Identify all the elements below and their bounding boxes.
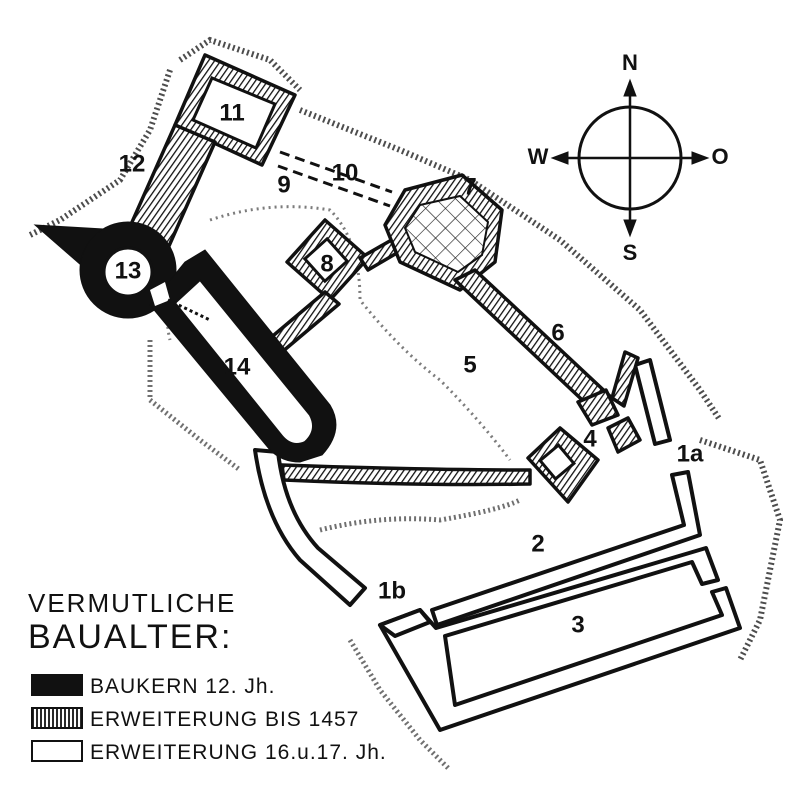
arrow-south-icon xyxy=(623,219,637,238)
tower-8-interior xyxy=(302,236,350,284)
label-9: 9 xyxy=(277,171,290,198)
compass-west-label: W xyxy=(528,144,549,169)
label-1b: 1b xyxy=(378,577,406,604)
legend-swatch-hatched xyxy=(31,707,83,729)
arrow-east-icon xyxy=(691,151,710,165)
compass-south-label: S xyxy=(623,240,638,265)
keep-13-stair xyxy=(167,298,211,322)
label-4: 4 xyxy=(583,425,597,452)
tower-2-interior xyxy=(537,442,577,482)
hall-14-interior xyxy=(173,278,315,445)
label-5: 5 xyxy=(463,351,476,378)
arrow-west-icon xyxy=(550,151,569,165)
legend-label-core: BAUKERN 12. Jh. xyxy=(90,675,275,698)
legend-label-extension-16-17: ERWEITERUNG 16.u.17. Jh. xyxy=(90,741,387,764)
hatched-walls xyxy=(123,53,642,504)
label-11: 11 xyxy=(219,99,244,126)
keep-13-interior xyxy=(102,246,154,298)
outer-walls xyxy=(253,358,742,732)
label-10: 10 xyxy=(332,159,359,186)
legend-title-line1: VERMUTLICHE xyxy=(28,588,236,618)
compass-east-label: O xyxy=(711,144,728,169)
label-14: 14 xyxy=(224,353,251,380)
label-3: 3 xyxy=(571,611,584,638)
arrow-north-icon xyxy=(623,78,637,97)
plan-labels: 11 12 13 14 9 10 8 7 6 5 4 1a 2 1b 3 xyxy=(115,99,704,638)
keep-13-door xyxy=(150,282,170,306)
legend-swatch-solid xyxy=(31,674,83,696)
legend-swatch-outline xyxy=(31,740,83,762)
room-7-interior xyxy=(403,194,490,274)
label-13: 13 xyxy=(115,257,142,284)
legend: VERMUTLICHE BAUALTER: BAUKERN 12. Jh. ER… xyxy=(28,588,387,764)
label-7: 7 xyxy=(463,173,476,200)
tower-11-interior xyxy=(191,76,277,150)
label-12: 12 xyxy=(119,150,146,177)
label-6: 6 xyxy=(551,319,564,346)
legend-label-extension-1457: ERWEITERUNG BIS 1457 xyxy=(90,708,359,731)
legend-title-line2: BAUALTER: xyxy=(28,618,232,656)
terrain-hatching xyxy=(28,36,784,772)
label-8: 8 xyxy=(320,250,333,277)
label-1a: 1a xyxy=(677,440,704,467)
compass-rose xyxy=(550,78,710,238)
compass-north-label: N xyxy=(622,50,638,75)
label-2: 2 xyxy=(531,530,544,557)
wall-10-dashes xyxy=(277,150,393,208)
